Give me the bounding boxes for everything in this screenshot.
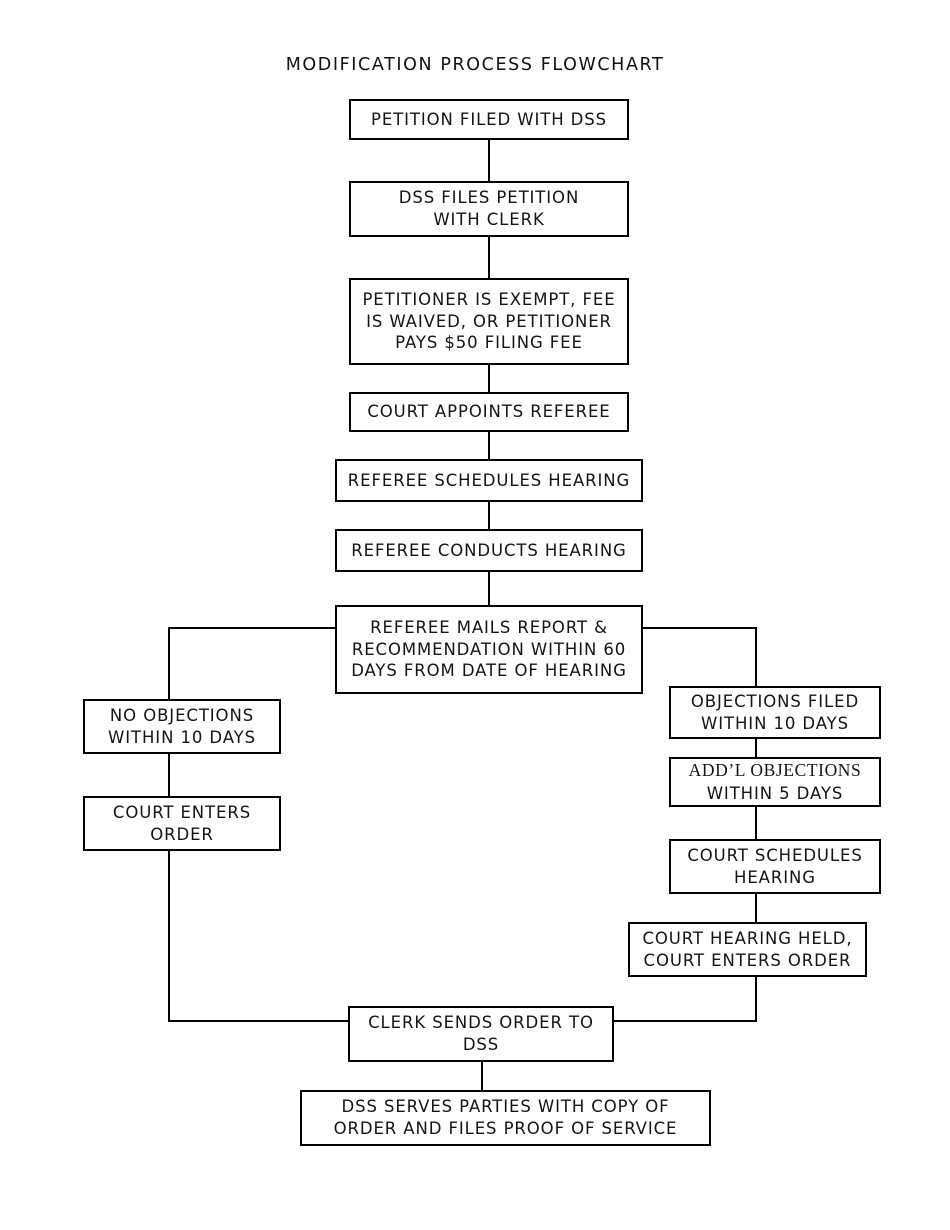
node-referee-conducts-hearing-label: REFEREE CONDUCTS HEARING [351, 540, 627, 560]
connector-objections-to-addl [755, 738, 757, 758]
connector-refereemails-left-vertical [168, 627, 170, 700]
node-dss-serves-parties[interactable]: DSS SERVES PARTIES WITH COPY OF ORDER AN… [300, 1090, 711, 1146]
connector-refereeconducts-to-refereemails [488, 571, 491, 605]
node-petition-filed[interactable]: PETITION FILED WITH DSS [349, 99, 629, 140]
connector-refereemails-right-vertical [755, 627, 757, 687]
connector-refereeschedules-to-refereeconducts [488, 501, 491, 529]
node-court-appoints-referee-label: COURT APPOINTS REFEREE [367, 402, 611, 422]
connector-dssfiles-to-fee [488, 236, 491, 278]
node-dss-files-petition-label: DSS FILES PETITION WITH CLERK [398, 188, 580, 229]
connector-hearingheld-to-clerk-horizontal [612, 1020, 757, 1022]
connector-hearingheld-down [755, 976, 757, 1022]
node-objections-filed[interactable]: OBJECTIONS FILED WITHIN 10 DAYS [669, 686, 881, 739]
node-court-hearing-held-label: COURT HEARING HELD, COURT ENTERS ORDER [642, 928, 853, 970]
node-dss-serves-parties-label: DSS SERVES PARTIES WITH COPY OF ORDER AN… [333, 1097, 678, 1138]
node-addl-objections-line2: WITHIN 5 DAYS [706, 783, 844, 803]
connector-courtappoints-to-refereeschedules [488, 431, 491, 459]
node-clerk-sends-order[interactable]: CLERK SENDS ORDER TO DSS [348, 1006, 614, 1062]
page-title: MODIFICATION PROCESS FLOWCHART [285, 55, 665, 75]
node-addl-objections-line1: ADD’L OBJECTIONS [688, 760, 862, 781]
node-referee-conducts-hearing[interactable]: REFEREE CONDUCTS HEARING [335, 529, 643, 572]
connector-refereemails-left-horizontal [168, 627, 336, 629]
node-fee-status[interactable]: PETITIONER IS EXEMPT, FEE IS WAIVED, OR … [349, 278, 629, 365]
connector-petition-to-dssfiles [488, 139, 491, 181]
node-fee-status-label: PETITIONER IS EXEMPT, FEE IS WAIVED, OR … [362, 289, 616, 353]
connector-courtenters-to-clerk-horizontal [168, 1020, 350, 1022]
node-court-hearing-held[interactable]: COURT HEARING HELD, COURT ENTERS ORDER [628, 922, 867, 977]
node-referee-schedules-hearing[interactable]: REFEREE SCHEDULES HEARING [335, 459, 643, 502]
node-court-schedules-hearing[interactable]: COURT SCHEDULES HEARING [669, 839, 881, 894]
connector-clerk-to-dssserves [481, 1061, 484, 1091]
node-court-schedules-hearing-label: COURT SCHEDULES HEARING [687, 845, 863, 887]
node-objections-filed-label: OBJECTIONS FILED WITHIN 10 DAYS [690, 691, 860, 733]
connector-fee-to-courtappoints [488, 364, 491, 392]
node-referee-mails-report-label: REFEREE MAILS REPORT & RECOMMENDATION WI… [351, 617, 627, 681]
node-court-appoints-referee[interactable]: COURT APPOINTS REFEREE [349, 392, 629, 432]
node-referee-mails-report[interactable]: REFEREE MAILS REPORT & RECOMMENDATION WI… [335, 605, 643, 694]
node-petition-filed-label: PETITION FILED WITH DSS [370, 109, 608, 129]
node-no-objections[interactable]: NO OBJECTIONS WITHIN 10 DAYS [83, 699, 281, 754]
node-clerk-sends-order-label: CLERK SENDS ORDER TO DSS [368, 1013, 594, 1054]
connector-courtschedules-to-hearingheld [755, 893, 757, 923]
connector-refereemails-right-horizontal [641, 627, 757, 629]
node-dss-files-petition[interactable]: DSS FILES PETITION WITH CLERK [349, 181, 629, 237]
connector-addl-to-courtschedules [755, 806, 757, 840]
node-referee-schedules-hearing-label: REFEREE SCHEDULES HEARING [347, 470, 631, 490]
node-court-enters-order-left-label: COURT ENTERS ORDER [112, 802, 252, 844]
node-no-objections-label: NO OBJECTIONS WITHIN 10 DAYS [108, 705, 256, 747]
connector-courtenters-down [168, 850, 170, 1022]
node-court-enters-order-left[interactable]: COURT ENTERS ORDER [83, 796, 281, 851]
connector-noobjections-to-courtenters [168, 753, 170, 797]
